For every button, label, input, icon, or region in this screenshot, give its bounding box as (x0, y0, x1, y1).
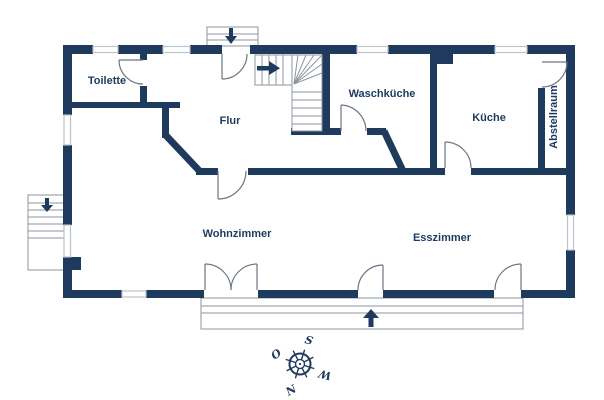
exterior-staircase (27, 194, 68, 271)
esszimmer-terrace-door-1 (357, 264, 384, 291)
side-exit-frame (63, 224, 72, 258)
window (162, 45, 191, 54)
wohnzimmer-door (217, 170, 247, 200)
room-label-flur: Flur (220, 115, 241, 127)
doors (118, 53, 568, 291)
terrace-arrow-icon (363, 309, 379, 327)
room-label-toilette: Toilette (88, 75, 126, 87)
waschkueche-door (340, 104, 367, 132)
toilette-door (118, 59, 144, 85)
compass-east-label: O (269, 346, 285, 362)
terrace (200, 297, 524, 330)
window (356, 45, 389, 54)
room-label-kueche: Küche (472, 112, 506, 124)
interior-walls (63, 45, 566, 175)
compass-west-label: W (316, 366, 333, 382)
compass-north-label: N (283, 382, 300, 399)
room-label-waschkueche: Waschküche (349, 88, 416, 100)
room-label-wohnzimmer: Wohnzimmer (203, 228, 273, 240)
exterior-stairs-arrow-icon (41, 198, 53, 212)
room-labels: Toilette Flur Waschküche Küche Abstellra… (88, 75, 560, 244)
window (494, 45, 528, 54)
room-label-esszimmer: Esszimmer (413, 232, 472, 244)
interior-staircase (254, 54, 323, 132)
entrance-door (221, 53, 248, 80)
abstellraum-door (541, 61, 568, 88)
window (566, 214, 575, 251)
window (121, 290, 147, 298)
window (92, 45, 119, 54)
compass-south-label: S (303, 333, 314, 348)
window (63, 114, 72, 146)
entrance-porch (206, 26, 259, 47)
windows (63, 45, 575, 298)
french-door (204, 263, 258, 291)
entrance-arrow-icon (225, 28, 237, 44)
stairs-up-arrow-icon (257, 61, 280, 75)
esszimmer-terrace-door-2 (494, 263, 522, 291)
room-label-abstellraum: Abstellraum (548, 85, 560, 149)
kueche-door (444, 141, 472, 169)
compass-rose-icon: S O W N (269, 333, 333, 399)
